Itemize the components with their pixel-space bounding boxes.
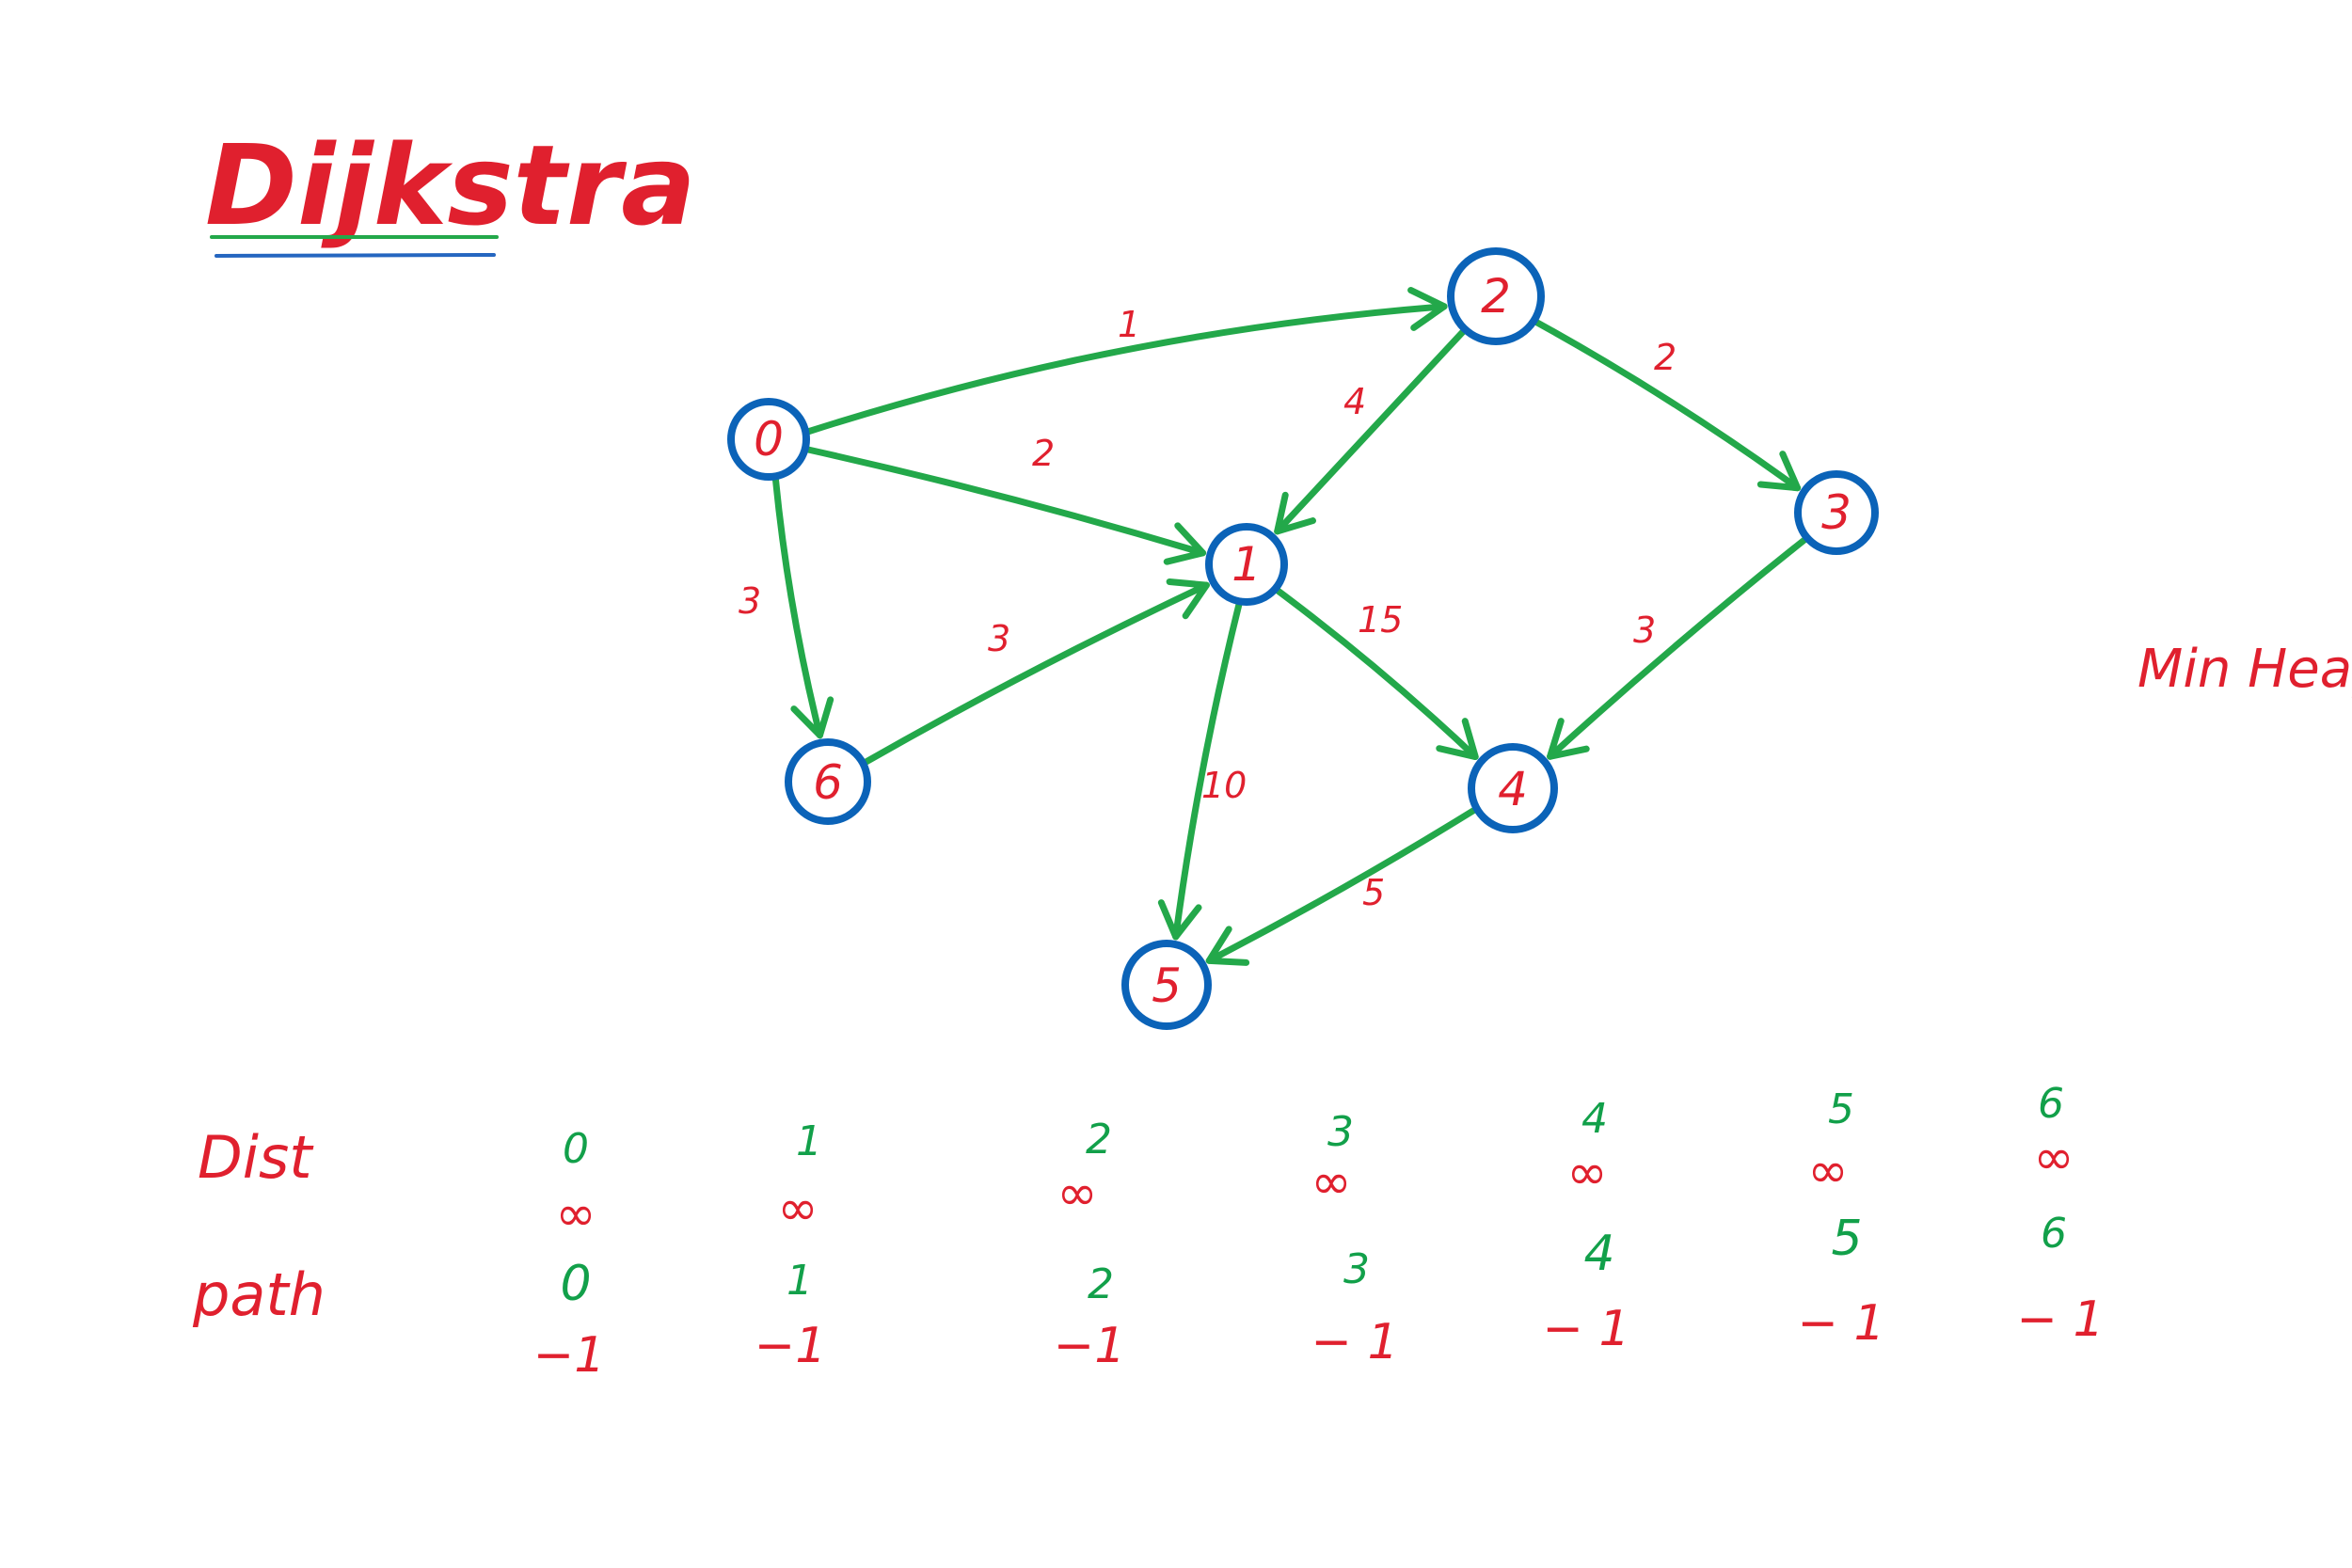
path-row-label: path [192, 1260, 326, 1329]
dist-value-5: ∞ [1807, 1143, 1848, 1199]
dist-value-4: ∞ [1566, 1145, 1607, 1201]
edge-weight-0-6: 3 [739, 580, 761, 622]
path-index-3: 3 [1343, 1245, 1370, 1293]
edge-weight-2-3: 2 [1654, 337, 1677, 378]
graph-edges [772, 287, 1808, 966]
graph-nodes: 0 1 2 3 4 5 6 [727, 247, 1879, 1030]
edge-weight-4-5: 5 [1362, 872, 1385, 913]
edge-weight-2-1: 4 [1343, 381, 1366, 422]
dist-value-row: ∞ ∞ ∞ ∞ ∞ ∞ ∞ [555, 1130, 2074, 1243]
node-label-1: 1 [1232, 537, 1262, 592]
dist-index-0: 0 [563, 1125, 589, 1173]
node-label-3: 3 [1821, 485, 1851, 540]
edge-0-6 [772, 476, 823, 739]
path-value-6: − 1 [2016, 1291, 2104, 1348]
node-label-0: 0 [754, 412, 784, 467]
edge-arrowhead-0-1 [1163, 522, 1207, 565]
path-index-2: 2 [1088, 1260, 1114, 1308]
graph-node-2: 2 [1447, 247, 1545, 345]
edge-weight-1-5: 10 [1201, 765, 1247, 806]
path-value-row: −1 −1 −1 − 1 − 1 − 1 − 1 [533, 1291, 2105, 1384]
path-value-4: − 1 [1542, 1301, 1629, 1357]
edge-1-5 [1172, 601, 1243, 941]
node-label-4: 4 [1498, 762, 1528, 816]
dist-index-6: 6 [2038, 1080, 2064, 1128]
edge-arrowhead-3-4 [1547, 718, 1590, 760]
path-index-0: 0 [560, 1256, 591, 1312]
edge-0-1 [805, 446, 1207, 557]
edge-weight-0-2: 1 [1118, 304, 1140, 345]
graph-node-3: 3 [1794, 470, 1879, 555]
path-value-0: −1 [533, 1327, 606, 1384]
graph-node-4: 4 [1468, 743, 1558, 833]
dist-value-3: ∞ [1311, 1154, 1351, 1211]
edge-0-2 [805, 303, 1448, 436]
edge-4-5 [1205, 807, 1477, 964]
edge-arrowhead-0-6 [790, 696, 834, 739]
edge-arrowhead-2-3 [1756, 451, 1802, 492]
dist-index-row: 0 1 2 3 4 5 6 [563, 1080, 2064, 1173]
path-index-4: 4 [1583, 1226, 1614, 1282]
edge-arrowhead-0-2 [1407, 287, 1448, 331]
page-title: Dijkstra [205, 120, 696, 250]
dist-row-label: Dist [198, 1123, 314, 1192]
graph-node-5: 5 [1121, 940, 1212, 1030]
dist-index-3: 3 [1327, 1108, 1354, 1156]
edge-weight-6-1: 3 [988, 618, 1010, 659]
path-index-1: 1 [787, 1257, 813, 1305]
node-label-6: 6 [813, 755, 843, 810]
dist-value-0: ∞ [555, 1186, 596, 1243]
edge-2-1 [1274, 328, 1467, 535]
path-index-5: 5 [1831, 1211, 1862, 1267]
dist-value-6: ∞ [2033, 1130, 2074, 1186]
min-heap-note: Min Heap [2137, 639, 2352, 700]
dist-index-5: 5 [1828, 1085, 1854, 1133]
path-value-5: − 1 [1797, 1295, 1884, 1352]
graph-node-0: 0 [727, 398, 810, 481]
node-label-5: 5 [1152, 958, 1182, 1013]
title-underline-blue [215, 253, 496, 258]
dist-value-1: ∞ [777, 1180, 818, 1237]
graph-node-6: 6 [785, 738, 871, 825]
edge-weight-3-4: 3 [1633, 610, 1656, 651]
path-index-row: 0 1 2 3 4 5 6 [560, 1210, 2067, 1312]
edge-2-3 [1534, 319, 1802, 492]
edge-weight-labels: 1 2 3 4 2 3 15 10 3 5 [739, 304, 1677, 913]
path-value-3: − 1 [1311, 1314, 1398, 1370]
graph-node-1: 1 [1205, 523, 1288, 606]
edge-6-1 [863, 581, 1210, 766]
edge-weight-0-1: 2 [1032, 433, 1055, 474]
dist-index-1: 1 [796, 1117, 822, 1165]
dist-value-2: ∞ [1057, 1165, 1097, 1222]
path-value-2: −1 [1054, 1318, 1126, 1374]
path-index-6: 6 [2041, 1210, 2067, 1258]
path-value-1: −1 [755, 1318, 827, 1374]
edge-arrowhead-4-5 [1205, 926, 1250, 966]
edge-1-4 [1275, 587, 1479, 761]
edge-arrowhead-2-1 [1274, 491, 1316, 535]
edge-arrowhead-6-1 [1166, 578, 1210, 620]
dist-index-4: 4 [1581, 1095, 1608, 1143]
edge-3-4 [1547, 536, 1808, 760]
node-label-2: 2 [1481, 269, 1511, 324]
edge-weight-1-4: 15 [1358, 599, 1403, 641]
edge-arrowhead-1-4 [1436, 718, 1479, 761]
edge-arrowhead-1-5 [1157, 899, 1202, 941]
dist-index-2: 2 [1086, 1116, 1112, 1164]
